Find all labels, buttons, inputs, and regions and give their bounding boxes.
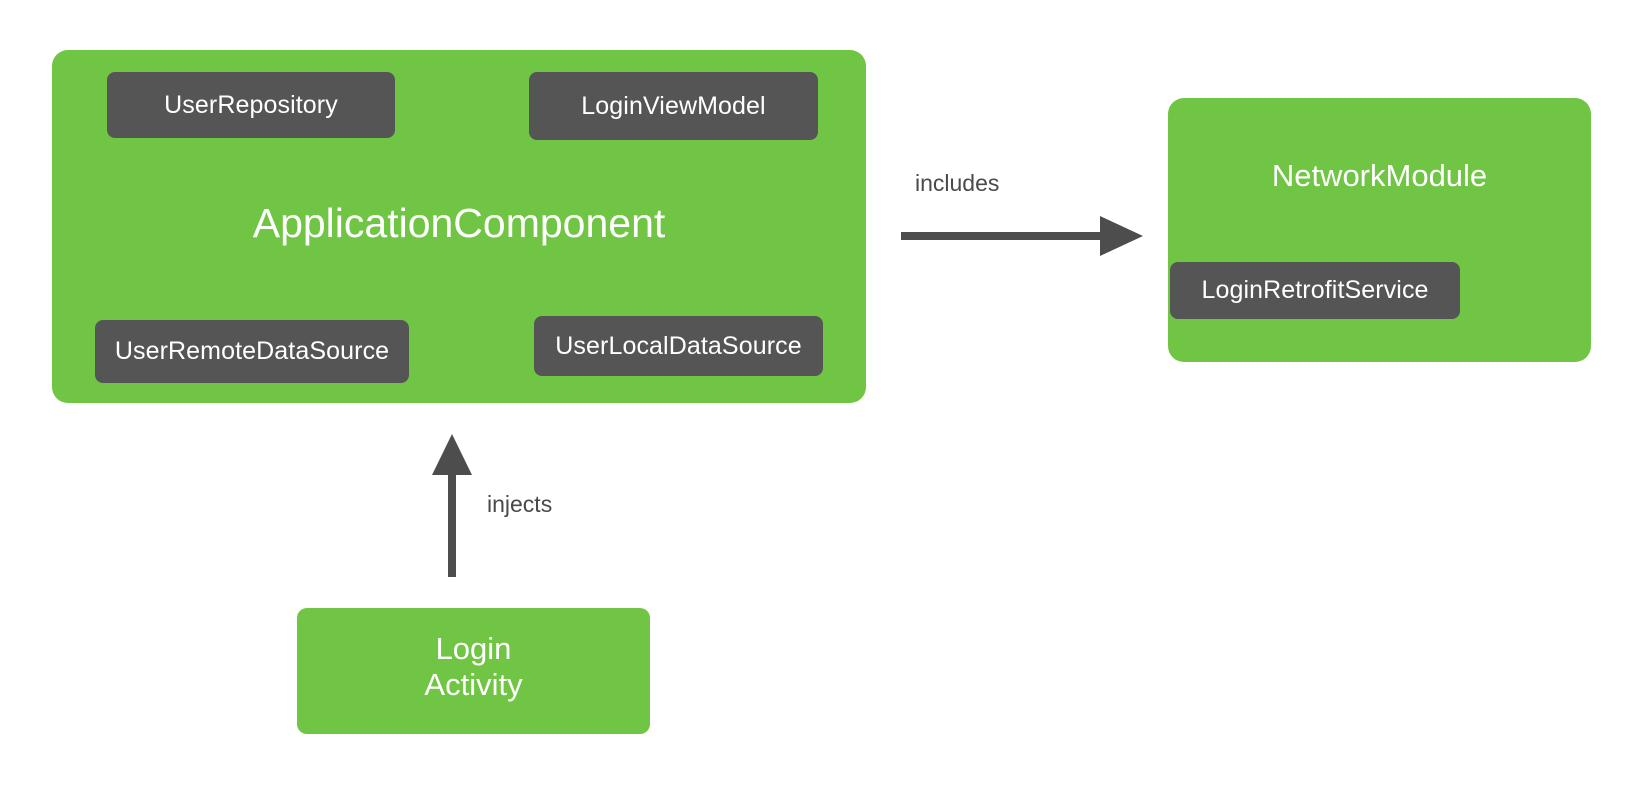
chip-login-retrofit-service[interactable]: LoginRetrofitService	[1170, 262, 1460, 319]
node-login-activity[interactable]	[297, 608, 650, 734]
includes-arrow-icon	[901, 216, 1143, 256]
login-activity-title: Login Activity	[297, 604, 650, 730]
injects-arrow-icon	[432, 434, 472, 577]
node-network-module[interactable]	[1168, 98, 1591, 362]
network-module-title: NetworkModule	[1271, 158, 1488, 193]
chip-user-repository[interactable]: UserRepository	[107, 72, 395, 138]
chip-login-view-model[interactable]: LoginViewModel	[529, 72, 818, 140]
login-activity-title-line1: Login	[435, 631, 512, 667]
edge-label-injects: injects	[487, 491, 553, 517]
login-activity-title-line2: Activity	[424, 667, 523, 702]
chip-user-remote-datasource[interactable]: UserRemoteDataSource	[95, 320, 409, 383]
application-component-title: ApplicationComponent	[252, 200, 666, 246]
edge-label-includes: includes	[915, 170, 1000, 196]
chip-user-local-datasource[interactable]: UserLocalDataSource	[534, 316, 823, 376]
